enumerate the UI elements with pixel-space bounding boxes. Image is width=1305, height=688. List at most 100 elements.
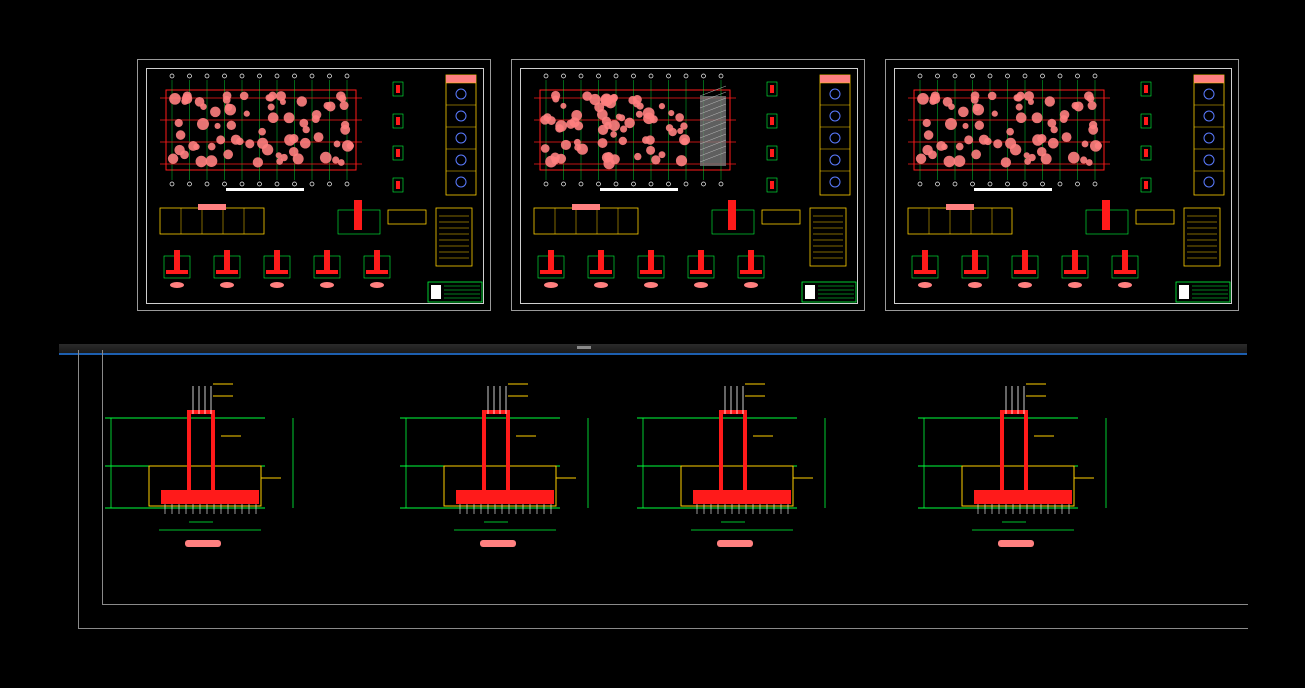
footing-hatch [283,112,295,124]
grid-bubble [292,181,297,187]
footing-hatch [207,142,216,151]
schedule-section [455,176,467,188]
pedestal [374,250,380,272]
excavation [961,465,1075,507]
grid-bubble [578,181,584,187]
footing-hatch [195,155,208,168]
hatch-line [699,121,727,133]
title-block [801,281,857,303]
footing-base [316,270,338,274]
footing-hatch [299,118,309,128]
footing-hatch [1024,157,1032,165]
footing-hatch [174,118,183,128]
hatch-line [699,85,727,97]
schedule-section [1203,132,1215,144]
footing-hatch [1073,101,1084,112]
detail-viewport-frame [78,350,1248,629]
sheet-border [520,68,858,304]
section-rebar [1144,85,1148,93]
grid-bubble [970,181,975,187]
detail-title [185,540,221,547]
footing-hatch [252,157,264,168]
footing-hatch [1080,156,1088,164]
grid-bubble [1005,73,1010,79]
footing-hatch [1059,109,1070,120]
schedule-section [455,154,467,166]
footing-label [594,282,608,288]
hatch-line [699,91,727,103]
footing-label [1118,282,1132,288]
footing-hatch [1084,91,1094,101]
detail-title [717,540,753,547]
sheet-border [146,68,484,304]
footing-hatch [646,145,656,155]
drawing-sheet-3[interactable] [885,59,1239,311]
grid-bubble [952,181,958,187]
footing-hatch [668,109,675,117]
footing-hatch [680,122,688,130]
pedestal [224,250,230,272]
footing-detail [400,383,589,547]
footing-hatch [560,139,572,151]
footing-hatch [573,138,581,146]
section-rebar [770,117,774,125]
grid-bubble [344,181,350,187]
footing-hatch [953,155,966,167]
footing-hatch [552,95,560,103]
footing-hatch [1047,137,1059,149]
footing-hatch [200,103,207,110]
viewport-divider[interactable] [59,344,1247,355]
footing-hatch [1023,152,1030,159]
section-rebar [770,181,774,189]
footing-hatch [970,96,979,104]
sheet-border [894,68,1232,304]
footing-hatch [642,136,650,144]
main-pedestal [354,200,362,230]
schedule-section [829,154,841,166]
drawing-sheet-1[interactable] [137,59,491,311]
footing-hatch [608,120,620,132]
section-detail [1140,177,1152,193]
schedule-section [829,110,841,122]
footing-hatch [339,101,349,111]
grid-bubble [970,73,975,79]
grid-bubble [631,181,636,187]
plan-title-bar [974,188,1052,191]
grid-bubble [187,73,192,79]
footing-hatch [923,130,934,140]
hatch-line [699,103,727,115]
plan-title-bar [600,188,678,191]
grid-bubble [917,73,923,79]
footing-hatch [915,153,927,164]
grid-bubble [543,73,549,79]
footing-label [220,282,234,288]
footing-hatch [922,144,933,156]
grid-bubble [1040,73,1045,79]
pedestal [1072,250,1078,272]
footing-hatch [319,151,332,164]
column-schedule-header [820,75,850,83]
section-detail [1140,81,1152,97]
footing-hatch [1061,132,1072,143]
footing-hatch [651,155,661,165]
title-block-logo [1179,285,1189,299]
grid-bubble [1040,181,1045,187]
grid-bubble [327,73,332,79]
footing-hatch [635,110,643,118]
footing-hatch [610,131,617,138]
pedestal [648,250,654,272]
footing-hatch [337,159,345,166]
grid-bubble [292,73,297,79]
footing-hatch [267,103,275,111]
main-pedestal [728,200,736,230]
grid-bubble [648,73,654,79]
footing-hatch [275,152,282,159]
grip-handle-icon[interactable] [577,346,591,349]
pedestal [548,250,554,272]
grid-bubble [239,73,245,79]
footing-hatch [993,139,1003,149]
drawing-sheet-2[interactable] [511,59,865,311]
footing-hatch [325,101,336,112]
grid-bubble [596,73,601,79]
footing-base [216,270,238,274]
